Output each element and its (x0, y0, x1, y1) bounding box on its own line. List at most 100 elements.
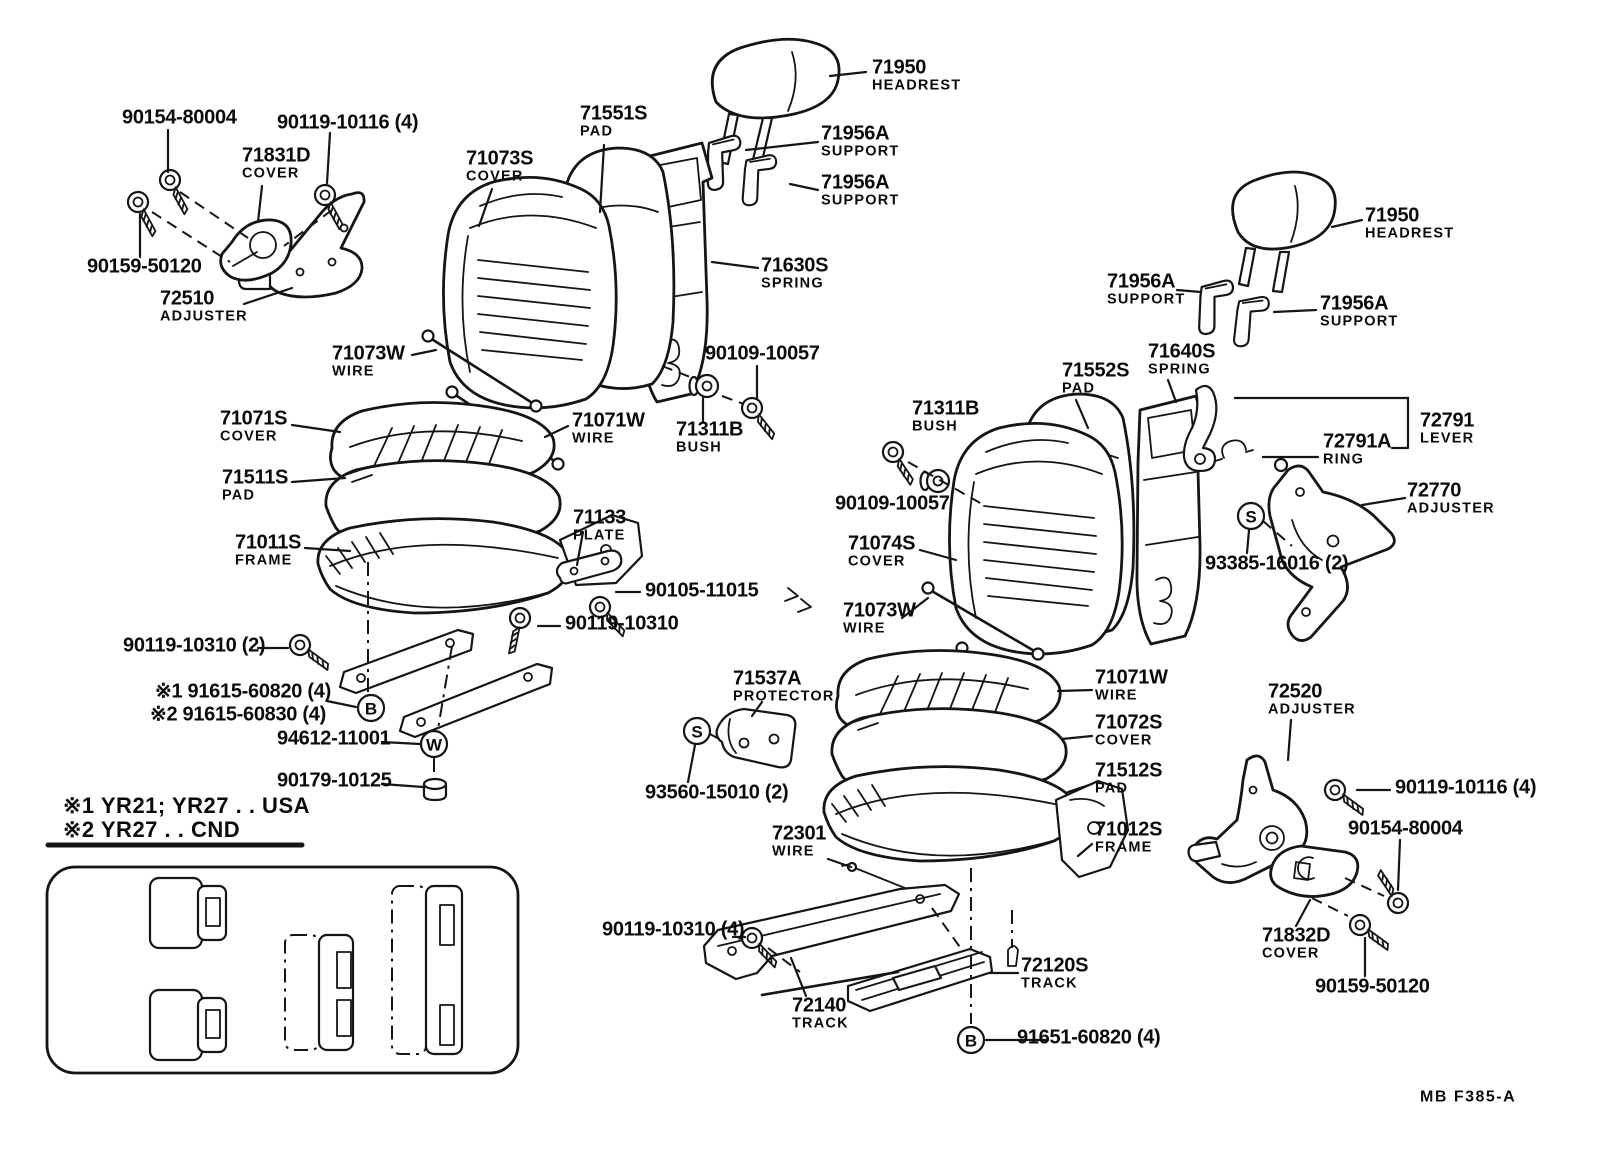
part-number-text: 72120S (1021, 955, 1088, 977)
part-caption-text: BUSH (676, 440, 722, 456)
part-number-text: 71956A (821, 172, 889, 194)
part-caption-text: TRACK (792, 1016, 849, 1032)
part-label-screw-93560-15010: 93560-15010 (2) (645, 782, 789, 804)
part-caption-text: TRACK (1021, 976, 1078, 992)
part-caption-text: PROTECTOR (733, 689, 835, 705)
part-number-text: 71011S (235, 532, 301, 554)
part-caption-text: WIRE (772, 844, 815, 860)
part-number-text: 90154-80004 (1348, 818, 1464, 840)
part-caption-text: COVER (220, 429, 278, 445)
part-label-screw-90154-80004-right: 90154-80004 (1348, 818, 1464, 840)
part-caption-text: HEADREST (1365, 226, 1454, 242)
symbol-letter: B (365, 700, 377, 719)
part-number-text: ※2 YR27 . . CND (63, 817, 240, 842)
part-label-note-2: ※2 YR27 . . CND (63, 817, 240, 842)
part-number-text: 71074S (848, 533, 915, 555)
circled-symbol-w-1: W (419, 729, 449, 759)
part-number-text: 71072S (1095, 712, 1162, 734)
part-caption-text: ADJUSTER (160, 309, 248, 325)
part-caption-text: COVER (242, 166, 300, 182)
part-number-text: ※1 YR21; YR27 . . USA (63, 793, 310, 818)
part-caption-text: WIRE (1095, 688, 1138, 704)
right-seat-illustration (702, 170, 1418, 1013)
part-label-sheet-code: MB F385-A (1420, 1088, 1516, 1105)
symbol-circle (419, 729, 449, 759)
part-caption-text: SPRING (1148, 362, 1211, 378)
symbol-letter: W (426, 736, 443, 755)
part-caption-text: PAD (1095, 781, 1128, 797)
symbol-letter: S (1245, 508, 1256, 527)
part-label-clip-91615-60820: ※1 91615-60820 (4) (155, 681, 331, 703)
symbol-circle (682, 716, 712, 746)
part-number-text: 71537A (733, 668, 801, 690)
part-label-nut-90179-10125: 90179-10125 (277, 770, 392, 792)
symbol-circle (356, 693, 386, 723)
part-caption-text: SUPPORT (1107, 292, 1186, 308)
part-label-screw-90119-10116-left: 90119-10116 (4) (277, 112, 418, 134)
part-number-text: 71832D (1262, 925, 1330, 947)
part-number-text: 72520 (1268, 681, 1322, 703)
part-label-bolt-91651-60820: 91651-60820 (4) (1017, 1027, 1161, 1049)
part-number-text: 71950 (872, 57, 926, 79)
part-number-text: 90119-10310 (2) (123, 635, 265, 657)
part-number-text: MB F385-A (1420, 1088, 1516, 1105)
circled-symbol-b-0: B (356, 693, 386, 723)
part-number-text: 71073W (843, 600, 916, 622)
part-number-text: 90119-10310 (565, 613, 679, 635)
part-caption-text: WIRE (843, 621, 886, 637)
part-caption-text: COVER (466, 169, 524, 185)
part-caption-text: SUPPORT (1320, 314, 1399, 330)
part-caption-text: SPRING (761, 276, 824, 292)
part-number-text: 72510 (160, 288, 214, 310)
part-number-text: 90179-10125 (277, 770, 392, 792)
part-number-text: 71012S (1095, 819, 1162, 841)
part-number-text: 72791A (1323, 431, 1391, 453)
part-caption-text: SUPPORT (821, 193, 900, 209)
part-number-text: 71630S (761, 255, 828, 277)
part-number-text: 93560-15010 (2) (645, 782, 788, 804)
part-label-screw-90119-10116-right: 90119-10116 (4) (1395, 777, 1536, 799)
part-number-text: 71956A (1107, 271, 1175, 293)
part-label-clip-91615-60830: ※2 91615-60830 (4) (150, 704, 326, 726)
part-number-text: 72791 (1420, 410, 1474, 432)
part-label-screw-90119-10310-mid: 90119-10310 (565, 613, 679, 635)
part-number-text: 71071S (220, 408, 287, 430)
part-caption-text: WIRE (572, 431, 615, 447)
part-number-text: 90109-10057 (835, 493, 950, 515)
part-number-text: 90154-80004 (122, 107, 238, 129)
part-number-text: ※1 91615-60820 (4) (155, 681, 331, 703)
part-label-note-1: ※1 YR21; YR27 . . USA (63, 793, 310, 818)
part-number-text: 71071W (572, 410, 645, 432)
part-label-screw-90159-50120-right: 90159-50120 (1315, 976, 1430, 998)
part-caption-text: PAD (1062, 381, 1095, 397)
part-caption-text: COVER (848, 554, 906, 570)
part-number-text: 90119-10310 (4) (602, 919, 744, 941)
part-number-text: 71073W (332, 343, 405, 365)
circled-symbol-b-4: B (956, 1025, 986, 1055)
part-caption-text: LEVER (1420, 431, 1474, 447)
